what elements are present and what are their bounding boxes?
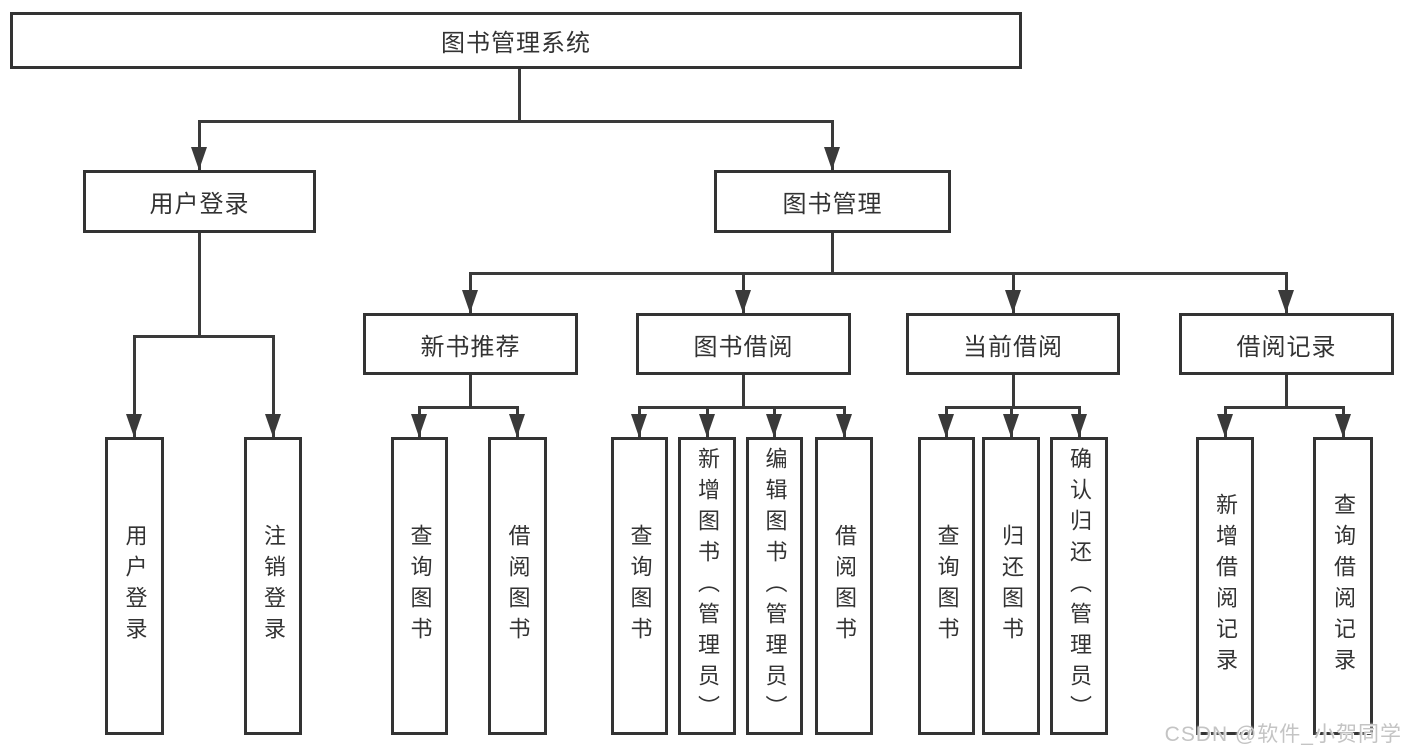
leaf-label: 新增借阅记录	[1213, 493, 1238, 679]
leaf-logout: 注销登录	[244, 437, 302, 735]
connector-current-borrow-bar	[945, 406, 1081, 409]
connector-root-stem	[518, 69, 521, 122]
connector-new-books-stem	[469, 375, 472, 409]
connector-book-management-stem	[831, 233, 834, 275]
node-label: 图书借阅	[693, 333, 794, 361]
node-new-book-recommend: 新书推荐	[363, 313, 578, 375]
leaf-label: 查询借阅记录	[1331, 493, 1356, 679]
leaf-label: 确认归还（管理员）	[1067, 446, 1092, 726]
connector-borrow-records-bar	[1224, 406, 1345, 409]
leaf-borrow-books: 借阅图书	[488, 437, 547, 735]
leaf-confirm-return-admin: 确认归还（管理员）	[1050, 437, 1108, 735]
arrowhead-down-icon	[938, 414, 954, 437]
leaf-label: 借阅图书	[505, 524, 531, 648]
arrowhead-down-icon	[766, 414, 782, 437]
leaf-label: 借阅图书	[832, 524, 857, 648]
arrowhead-down-icon	[191, 147, 207, 170]
connector-user-login-bar	[133, 335, 275, 338]
connector-book-management-bar	[469, 272, 1288, 275]
node-label: 新书推荐	[420, 333, 521, 361]
leaf-label: 查询图书	[934, 524, 960, 648]
arrowhead-down-icon	[411, 414, 427, 437]
watermark-text: CSDN @软件_小贺同学	[1164, 723, 1402, 746]
leaf-add-borrow-record: 新增借阅记录	[1196, 437, 1254, 735]
node-borrowing-records: 借阅记录	[1179, 313, 1394, 375]
arrowhead-down-icon	[1278, 290, 1294, 313]
arrowhead-down-icon	[699, 414, 715, 437]
node-current-borrowing: 当前借阅	[906, 313, 1120, 375]
arrowhead-down-icon	[1005, 290, 1021, 313]
connector-user-login-stem	[198, 233, 201, 338]
arrowhead-down-icon	[462, 290, 478, 313]
connector-borrow-records-stem	[1285, 375, 1288, 409]
arrowhead-down-icon	[1335, 414, 1351, 437]
arrowhead-down-icon	[1003, 414, 1019, 437]
connector-new-books-bar	[418, 406, 519, 409]
arrowhead-down-icon	[1217, 414, 1233, 437]
node-label: 用户登录	[149, 191, 250, 218]
leaf-borrow-books: 借阅图书	[815, 437, 873, 735]
connector-drop-leaf	[272, 335, 275, 437]
leaf-label: 查询图书	[407, 524, 433, 648]
leaf-user-login: 用户登录	[105, 437, 164, 735]
leaf-edit-books-admin: 编辑图书（管理员）	[746, 437, 803, 735]
node-label: 图书管理	[782, 191, 883, 218]
arrowhead-down-icon	[126, 414, 142, 437]
connector-current-borrow-stem	[1012, 375, 1015, 409]
node-library-management-system: 图书管理系统	[10, 12, 1022, 69]
arrowhead-down-icon	[265, 414, 281, 437]
leaf-query-books: 查询图书	[918, 437, 975, 735]
leaf-return-books: 归还图书	[982, 437, 1040, 735]
connector-drop-user-login	[198, 120, 201, 170]
leaf-label: 归还图书	[999, 524, 1024, 648]
leaf-label: 编辑图书（管理员）	[762, 446, 788, 726]
leaf-query-books: 查询图书	[611, 437, 668, 735]
leaf-add-books-admin: 新增图书（管理员）	[678, 437, 736, 735]
node-label: 图书管理系统	[441, 30, 591, 57]
connector-book-borrow-bar	[638, 406, 846, 409]
node-book-borrowing: 图书借阅	[636, 313, 851, 375]
node-book-management: 图书管理	[714, 170, 951, 233]
node-label: 借阅记录	[1236, 333, 1337, 361]
arrowhead-down-icon	[836, 414, 852, 437]
connector-book-borrow-stem	[742, 375, 745, 409]
connector-root-bar	[198, 120, 834, 123]
arrowhead-down-icon	[735, 290, 751, 313]
connector-drop-leaf	[133, 335, 136, 437]
leaf-query-borrow-record: 查询借阅记录	[1313, 437, 1373, 735]
arrowhead-down-icon	[631, 414, 647, 437]
node-user-login: 用户登录	[83, 170, 316, 233]
leaf-query-books: 查询图书	[391, 437, 448, 735]
leaf-label: 注销登录	[261, 524, 286, 648]
arrowhead-down-icon	[509, 414, 525, 437]
leaf-label: 用户登录	[122, 524, 148, 648]
arrowhead-down-icon	[1071, 414, 1087, 437]
arrowhead-down-icon	[824, 147, 840, 170]
leaf-label: 查询图书	[627, 524, 653, 648]
connector-drop-book-management	[831, 120, 834, 170]
leaf-label: 新增图书（管理员）	[695, 446, 720, 726]
node-label: 当前借阅	[963, 333, 1063, 361]
